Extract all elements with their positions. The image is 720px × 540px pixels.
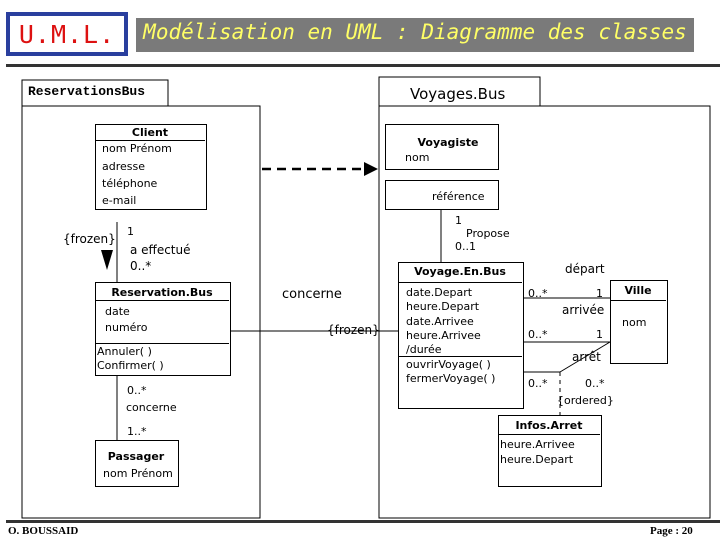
class-ville-divider xyxy=(611,300,666,301)
class-voyage-divider-1 xyxy=(399,282,522,283)
voyagiste-attr-nom: nom xyxy=(405,151,430,164)
label-arrivee-multiplicity-right: 1 xyxy=(596,328,603,341)
passager-attr-nom: nom Prénom xyxy=(103,467,173,480)
label-client-one: 1 xyxy=(127,225,134,238)
label-ordered: {ordered} xyxy=(557,394,614,407)
assoc-arret-right xyxy=(559,341,611,373)
footer-page-number: Page : 20 xyxy=(650,525,693,537)
class-client-divider xyxy=(96,140,205,141)
reservation-op-confirmer: Confirmer( ) xyxy=(97,359,164,372)
class-reservation-divider-2 xyxy=(96,343,229,344)
class-voyage-divider-2 xyxy=(399,356,522,357)
label-concerne-bottom: concerne xyxy=(126,401,177,414)
client-attr-email: e-mail xyxy=(102,194,137,207)
header-divider xyxy=(6,64,720,67)
class-infos-arret-name: Infos.Arret xyxy=(515,419,583,432)
voyagiste-qualifier: référence xyxy=(432,190,485,203)
label-depart-multiplicity-right: 1 xyxy=(596,287,603,300)
label-depart-multiplicity-left: 0..* xyxy=(528,287,548,300)
voyage-attr-date-arrivee: date.Arrivee xyxy=(406,315,474,328)
class-voyagiste-name: Voyagiste xyxy=(417,136,479,149)
label-depart: départ xyxy=(565,262,605,276)
class-client xyxy=(95,124,207,210)
title-bar xyxy=(136,18,694,52)
label-propose: Propose xyxy=(466,227,510,240)
label-arret: arrêt xyxy=(572,350,601,364)
label-zero-one: 0..1 xyxy=(455,240,476,253)
label-a-effectue: a effectué xyxy=(130,243,191,257)
logo-text: U.M.L. xyxy=(10,16,124,52)
client-attr-telephone: téléphone xyxy=(102,177,158,190)
label-effectue-multiplicity: 0..* xyxy=(130,259,152,273)
label-arrivee: arrivée xyxy=(562,303,605,317)
class-infos-arret xyxy=(498,415,602,487)
frozen-direction-triangle xyxy=(101,250,113,270)
label-frozen-mid: {frozen} xyxy=(327,323,380,337)
voyage-attr-heure-arrivee: heure.Arrivee xyxy=(406,329,481,342)
uml-logo: U.M.L. xyxy=(6,12,128,56)
client-attr-nom: nom Prénom xyxy=(102,142,172,155)
class-voyage-name: Voyage.En.Bus xyxy=(414,265,506,278)
label-voyagiste-one: 1 xyxy=(455,214,462,227)
footer-author: O. BOUSSAID xyxy=(8,525,79,537)
package-voyages-frame xyxy=(378,76,711,519)
label-one-many: 1..* xyxy=(127,425,147,438)
client-attr-adresse: adresse xyxy=(102,160,146,173)
reservation-attr-numero: numéro xyxy=(105,321,148,334)
voyage-op-ouvrir: ouvrirVoyage( ) xyxy=(406,358,491,371)
class-infos-arret-divider xyxy=(499,434,600,435)
dependency-arrowhead xyxy=(364,162,378,176)
footer-divider xyxy=(6,520,720,523)
reservation-attr-date: date xyxy=(105,305,130,318)
class-reservation-divider-1 xyxy=(96,300,229,301)
label-frozen-left: {frozen} xyxy=(63,232,116,246)
class-passager-name: Passager xyxy=(107,450,165,463)
label-arrivee-multiplicity-left: 0..* xyxy=(528,328,548,341)
page-title: Modélisation en UML : Diagramme des clas… xyxy=(143,20,687,44)
package-reservations-label: ReservationsBus xyxy=(28,84,146,99)
ville-attr-nom: nom xyxy=(622,316,647,329)
package-reservations-frame xyxy=(21,79,261,519)
label-arret-multiplicity-right: 0..* xyxy=(585,377,605,390)
class-reservation xyxy=(95,282,231,376)
class-passager xyxy=(95,440,179,487)
class-ville xyxy=(610,280,668,364)
class-client-name: Client xyxy=(131,126,169,139)
class-reservation-name: Reservation.Bus xyxy=(111,286,213,299)
label-concerne-top: concerne xyxy=(282,287,342,302)
voyagiste-qualifier-box xyxy=(385,180,499,210)
voyage-op-fermer: fermerVoyage( ) xyxy=(406,372,496,385)
voyage-attr-duree: /durée xyxy=(406,343,442,356)
voyage-attr-date-depart: date.Depart xyxy=(406,286,473,299)
class-voyagiste xyxy=(385,124,499,170)
infos-attr-heure-depart: heure.Depart xyxy=(500,453,574,466)
class-voyage xyxy=(398,262,524,409)
label-concerne-multiplicity: 0..* xyxy=(127,384,147,397)
label-arret-multiplicity-left: 0..* xyxy=(528,377,548,390)
package-voyages-label: Voyages.Bus xyxy=(410,85,506,103)
reservation-op-annuler: Annuler( ) xyxy=(97,345,152,358)
infos-attr-heure-arrivee: heure.Arrivee xyxy=(500,438,575,451)
class-ville-name: Ville xyxy=(624,284,652,297)
voyage-attr-heure-depart: heure.Depart xyxy=(406,300,480,313)
